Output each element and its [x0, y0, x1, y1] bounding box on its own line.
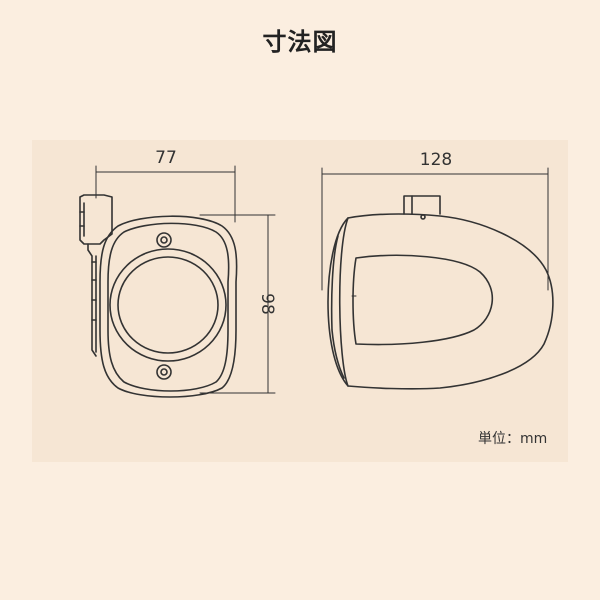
page-title: 寸法図	[262, 28, 338, 56]
side-length-dimension	[321, 167, 549, 291]
screw-icon	[156, 232, 172, 248]
front-lens	[117, 256, 219, 354]
drawing-panel	[32, 140, 568, 462]
side-body	[338, 213, 554, 390]
side-length-label: 128	[420, 150, 452, 170]
front-height-dimension	[199, 214, 276, 394]
front-width-dimension	[95, 165, 236, 223]
side-view: 128	[321, 150, 554, 390]
unit-label: 単位：mm	[478, 431, 548, 447]
front-height-label: 98	[257, 293, 277, 315]
front-width-label: 77	[155, 148, 177, 168]
front-view: 77 98	[79, 148, 277, 398]
front-outer-body	[99, 215, 238, 398]
side-inner-contour	[352, 254, 494, 346]
screw-icon	[156, 364, 172, 380]
front-ring	[109, 248, 227, 362]
front-bracket	[79, 194, 113, 357]
front-inner-rim	[107, 222, 230, 392]
